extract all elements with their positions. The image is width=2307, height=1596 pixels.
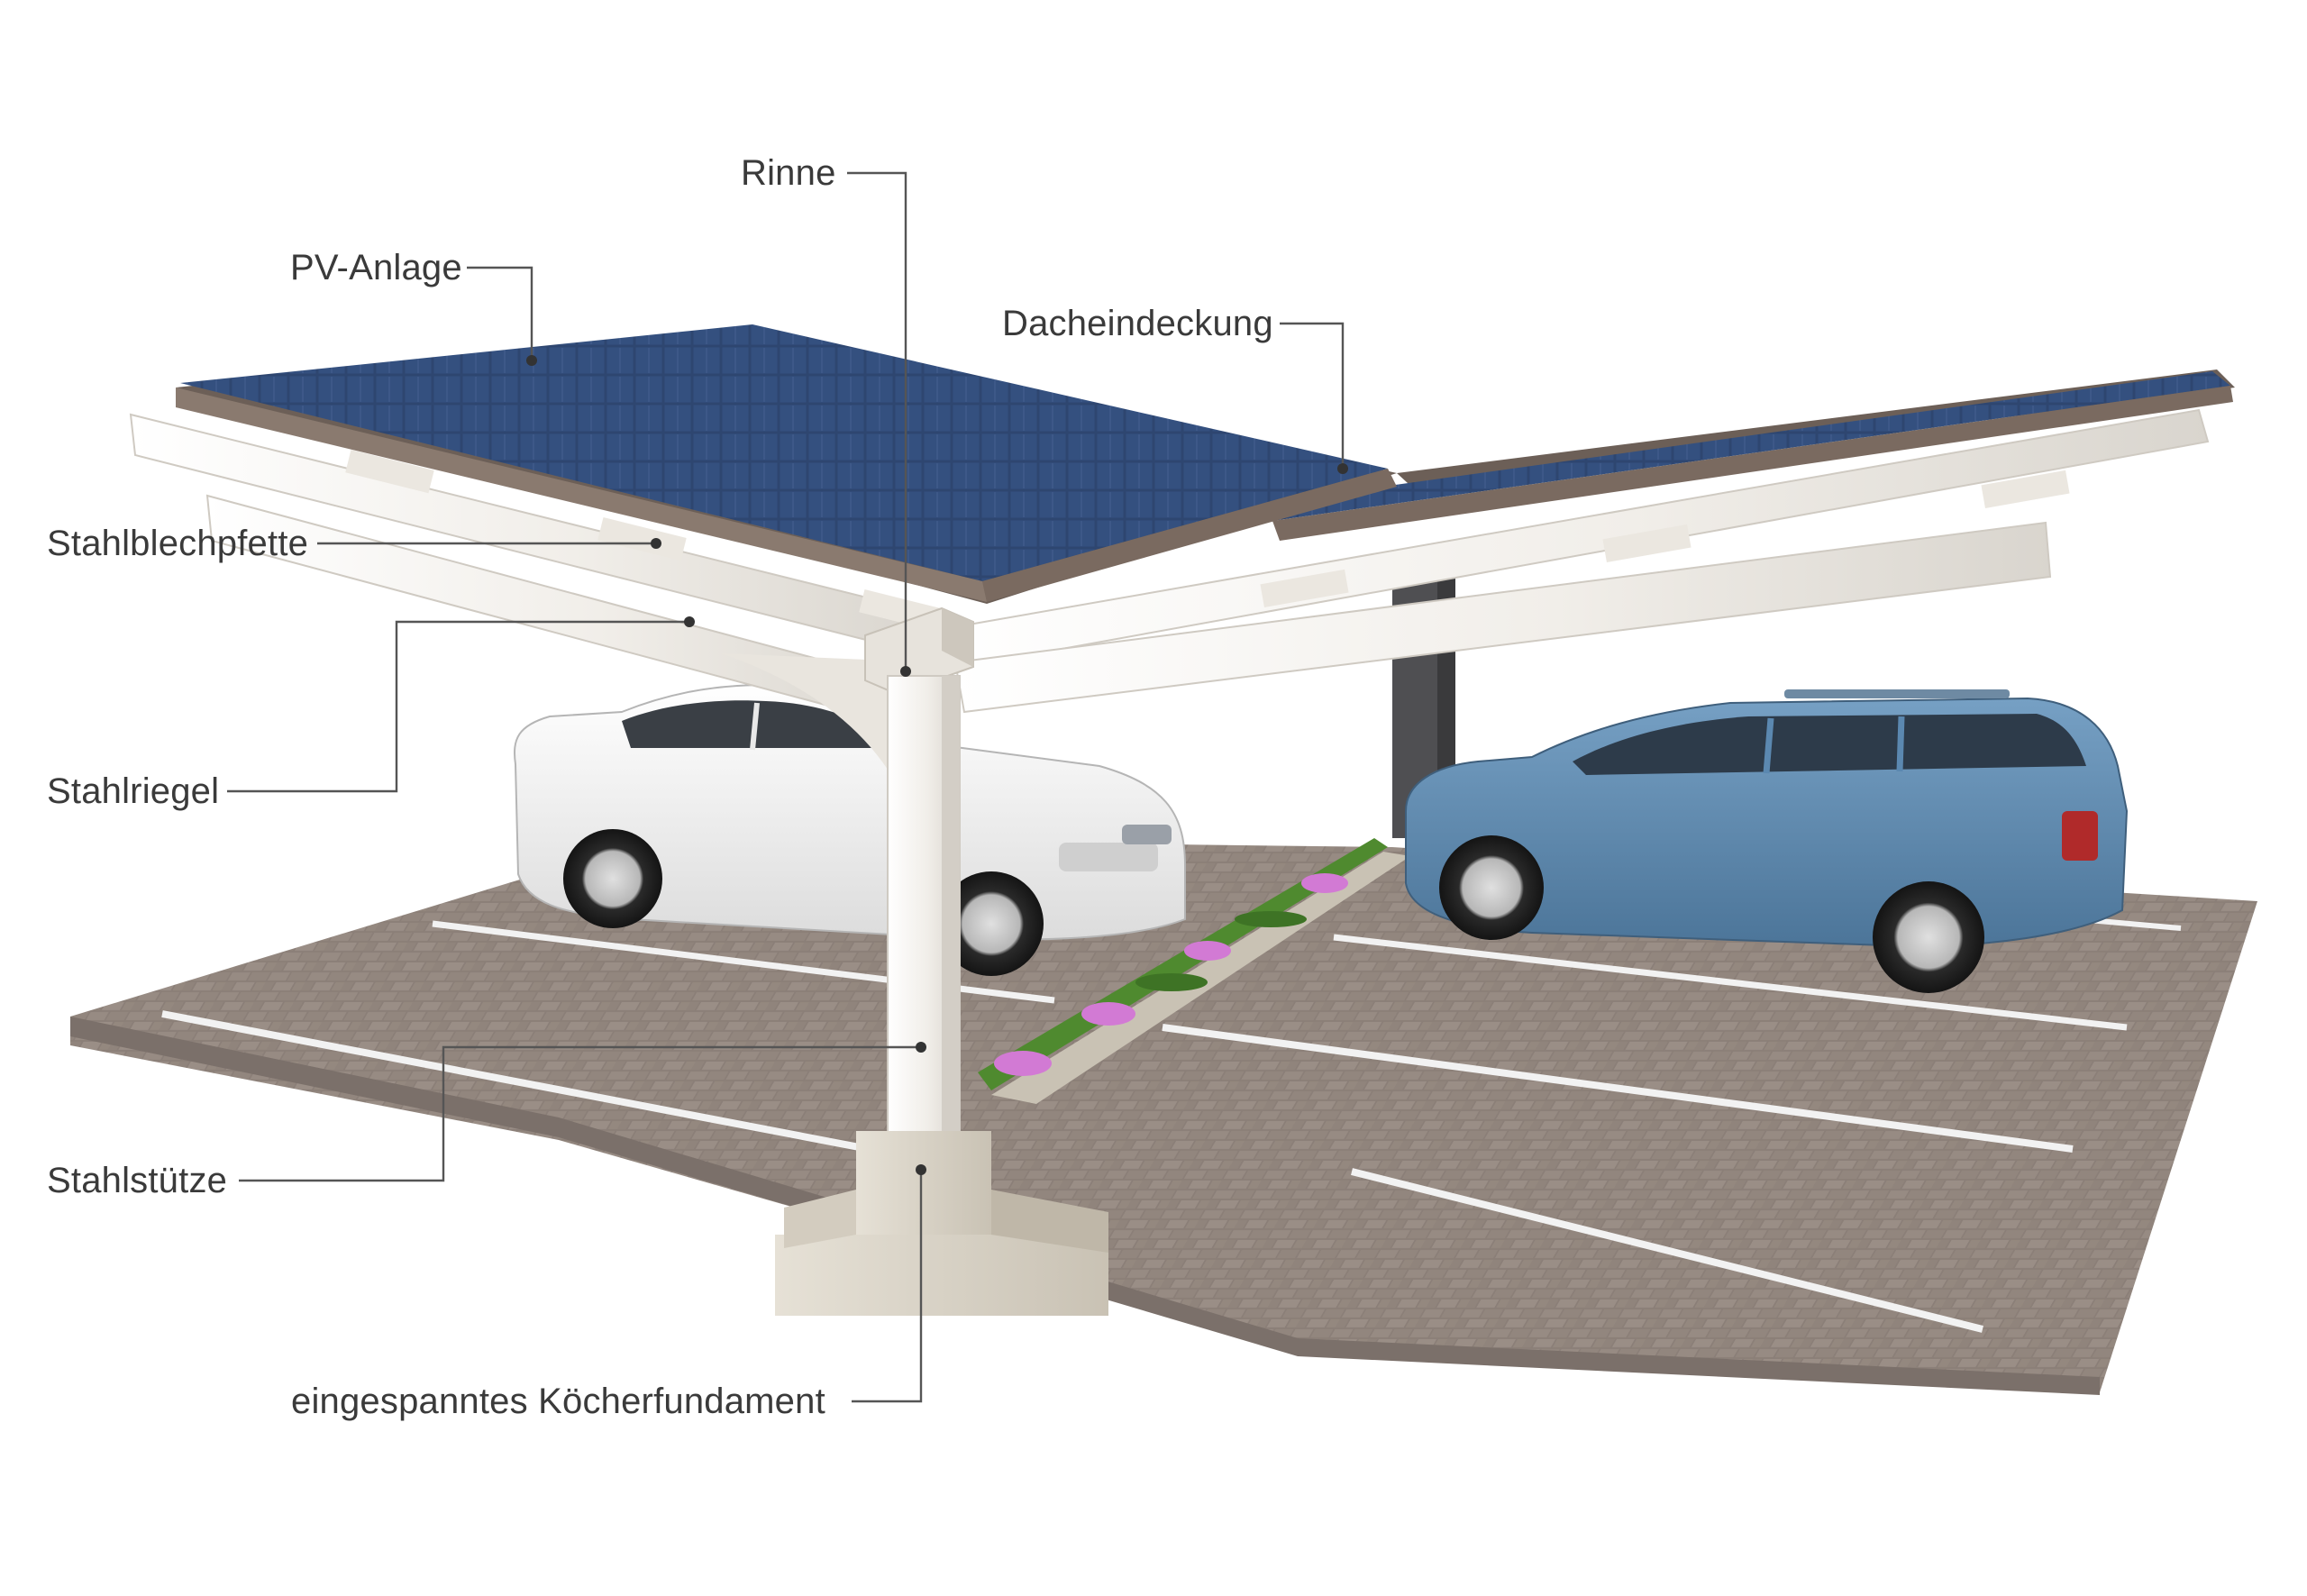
label-dacheindeckung: Dacheindeckung	[1002, 304, 1273, 343]
leader-dacheindeckung	[1280, 322, 1348, 474]
socket-foundation	[775, 1131, 1108, 1316]
label-rinne: Rinne	[741, 153, 836, 193]
leader-rinne	[847, 171, 911, 677]
right-roof	[1253, 369, 2235, 541]
parking-ground	[70, 838, 2257, 1395]
planting-strip	[978, 838, 1410, 1104]
label-stahlblechpfette: Stahlblechpfette	[47, 524, 309, 563]
left-roof	[176, 324, 1397, 604]
leader-koecherfundament	[852, 1164, 926, 1403]
right-frame	[931, 408, 2210, 714]
label-stahlstuetze: Stahlstütze	[47, 1161, 228, 1200]
gutter-head	[864, 606, 974, 696]
label-stahlriegel: Stahlriegel	[47, 771, 220, 811]
white-sedan	[514, 683, 1186, 976]
leader-pv-anlage	[467, 266, 537, 366]
front-column	[887, 675, 961, 1136]
label-pv-anlage: PV-Anlage	[290, 248, 462, 287]
blue-wagon	[1405, 689, 2129, 993]
leader-stahlriegel	[227, 616, 695, 793]
leader-stahlstuetze	[239, 1042, 926, 1182]
leader-stahlblechpfette	[317, 538, 661, 549]
label-koecherfundament: eingespanntes Köcherfundament	[291, 1382, 825, 1421]
